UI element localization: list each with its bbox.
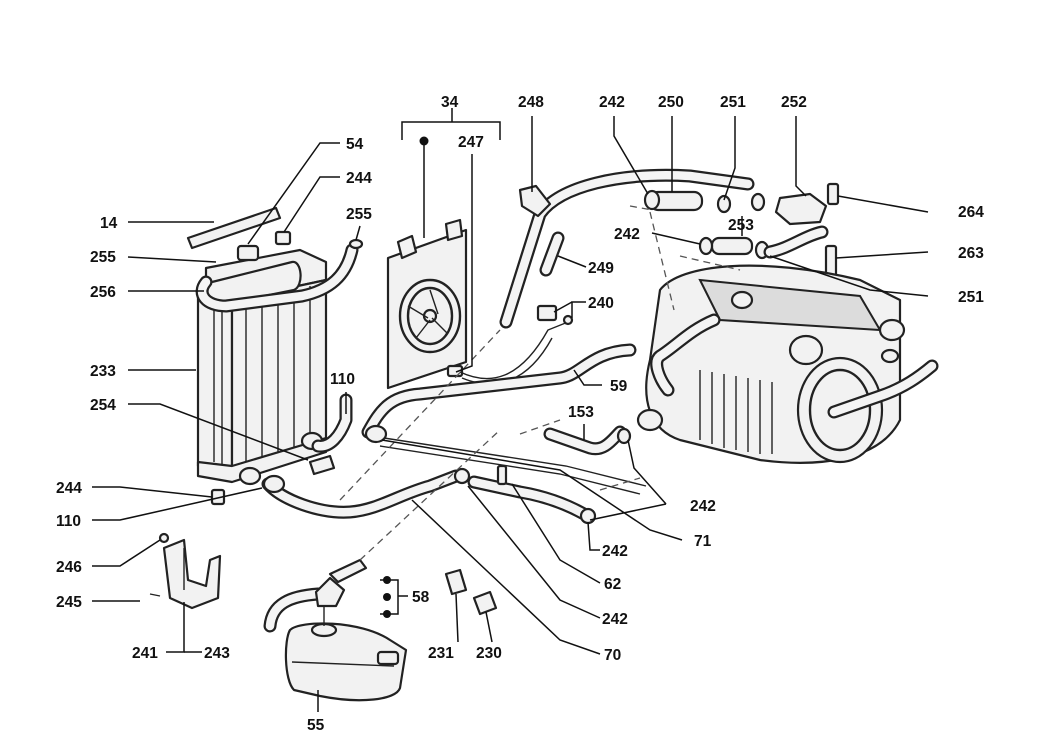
callout-254: 254 xyxy=(90,397,116,414)
callout-230: 230 xyxy=(476,645,502,662)
clip-244-top xyxy=(274,230,292,246)
callout-233: 233 xyxy=(90,363,116,380)
callout-249: 249 xyxy=(588,260,614,277)
callout-231: 231 xyxy=(428,645,454,662)
hose-110-upper xyxy=(308,393,388,476)
hose-153 xyxy=(543,425,632,456)
fan-assembly xyxy=(386,218,468,390)
callout-263: 263 xyxy=(958,245,984,262)
expansion-tank-55 xyxy=(263,558,408,702)
callout-251-right: 251 xyxy=(958,289,984,306)
clip-230 xyxy=(472,590,498,616)
callout-242-right: 242 xyxy=(690,498,716,515)
engine-block xyxy=(636,264,939,464)
callout-251-top: 251 xyxy=(720,94,746,111)
hose-71 xyxy=(379,437,647,495)
callout-labels: 14 34 54 244 255 255 256 233 254 110 244… xyxy=(56,94,984,734)
bracket-248 xyxy=(518,184,552,218)
callout-247: 247 xyxy=(458,134,484,151)
callout-34: 34 xyxy=(441,94,459,111)
hose-70 xyxy=(261,467,471,519)
clip-231 xyxy=(444,568,468,596)
callout-55: 55 xyxy=(307,717,325,734)
hose-249 xyxy=(539,231,565,277)
callout-244-bottom: 244 xyxy=(56,480,82,497)
callout-250: 250 xyxy=(658,94,684,111)
callout-252: 252 xyxy=(781,94,807,111)
callout-242-low1: 242 xyxy=(602,543,628,560)
callout-242-top: 242 xyxy=(599,94,625,111)
callout-59: 59 xyxy=(610,378,628,395)
callout-240: 240 xyxy=(588,295,614,312)
callout-243: 243 xyxy=(204,645,230,662)
group-dots xyxy=(383,136,429,618)
callout-58: 58 xyxy=(412,589,430,606)
leader-lines xyxy=(92,108,929,712)
callout-110-lower: 110 xyxy=(56,513,81,530)
callout-242-low2: 242 xyxy=(602,611,628,628)
heater-valve-group xyxy=(643,182,840,278)
callout-244-top: 244 xyxy=(346,170,372,187)
callout-70: 70 xyxy=(604,647,621,664)
callout-62: 62 xyxy=(604,576,621,593)
reference-dashes xyxy=(339,205,741,561)
hose-62 xyxy=(467,464,597,525)
callout-248: 248 xyxy=(518,94,544,111)
clip-255-top xyxy=(348,238,364,250)
callout-255-left: 255 xyxy=(90,249,116,266)
radiator-assembly xyxy=(195,243,359,506)
callout-256: 256 xyxy=(90,284,116,301)
callout-153: 153 xyxy=(568,404,594,421)
callout-253: 253 xyxy=(728,217,754,234)
engine-fins xyxy=(699,370,773,454)
radiator-core-fins xyxy=(213,286,311,464)
callout-241: 241 xyxy=(132,645,158,662)
callout-246: 246 xyxy=(56,559,82,576)
callout-264: 264 xyxy=(958,204,984,221)
part-14-strip xyxy=(186,206,282,250)
hose-59 xyxy=(361,343,637,439)
bracket-241-243 xyxy=(149,532,222,610)
callout-242-mid: 242 xyxy=(614,226,640,243)
callout-110-upper: 110 xyxy=(330,371,355,388)
callout-255-right: 255 xyxy=(346,206,372,223)
callout-14: 14 xyxy=(100,215,118,232)
callout-245: 245 xyxy=(56,594,82,611)
callout-54: 54 xyxy=(346,136,364,153)
callout-71: 71 xyxy=(694,533,712,550)
